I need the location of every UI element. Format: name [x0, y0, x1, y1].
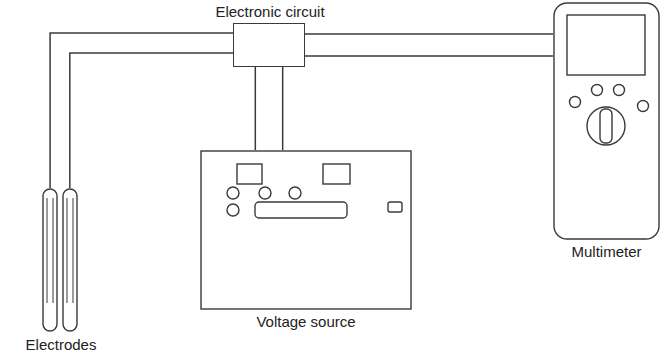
- electrode-tube: [43, 189, 57, 331]
- electrode-wire: [47, 198, 48, 303]
- meter-housing: [554, 3, 659, 239]
- label-holder: Multimeter: [571, 243, 641, 261]
- label-holder: Electronic circuit: [215, 3, 324, 21]
- electrode-pair: Electrodes: [40, 188, 82, 333]
- source-housing: [201, 151, 411, 309]
- meter-screen: [567, 15, 645, 75]
- source-display: [237, 164, 262, 184]
- connecting-wire: [282, 67, 284, 150]
- meter-dial: [587, 107, 625, 145]
- source-knob: [289, 187, 301, 199]
- meter-button: [638, 101, 649, 112]
- electrode-wire: [67, 198, 68, 303]
- voltage-source-drawing: [200, 150, 412, 310]
- source-slot: [255, 202, 347, 218]
- label-holder: Voltage source: [256, 313, 355, 331]
- meter-button: [592, 85, 603, 96]
- source-display: [323, 164, 350, 184]
- component-label: Voltage source: [256, 313, 355, 330]
- connecting-wire: [255, 67, 257, 150]
- source-knob: [227, 204, 239, 216]
- electrode-pair-drawing: [40, 188, 82, 333]
- component-label: Electrodes: [26, 336, 97, 353]
- meter-dial-knob: [600, 109, 612, 143]
- connecting-wire: [305, 55, 553, 57]
- voltage-source: Voltage source: [200, 150, 412, 310]
- connecting-wire: [305, 33, 553, 35]
- meter-button: [614, 85, 625, 96]
- electrode-tube: [63, 189, 77, 331]
- component-label: Multimeter: [571, 243, 641, 260]
- source-switch: [388, 202, 402, 212]
- label-holder: Electrodes: [26, 336, 97, 354]
- component-label: Electronic circuit: [215, 3, 324, 20]
- multimeter-drawing: [553, 2, 660, 240]
- electrode-wire: [73, 198, 74, 303]
- source-knob: [227, 187, 239, 199]
- meter-button: [570, 97, 581, 108]
- source-knob: [259, 187, 271, 199]
- multimeter: Multimeter: [553, 2, 660, 240]
- circuit-box: Electronic circuit: [233, 23, 305, 67]
- electrode-wire: [53, 198, 54, 303]
